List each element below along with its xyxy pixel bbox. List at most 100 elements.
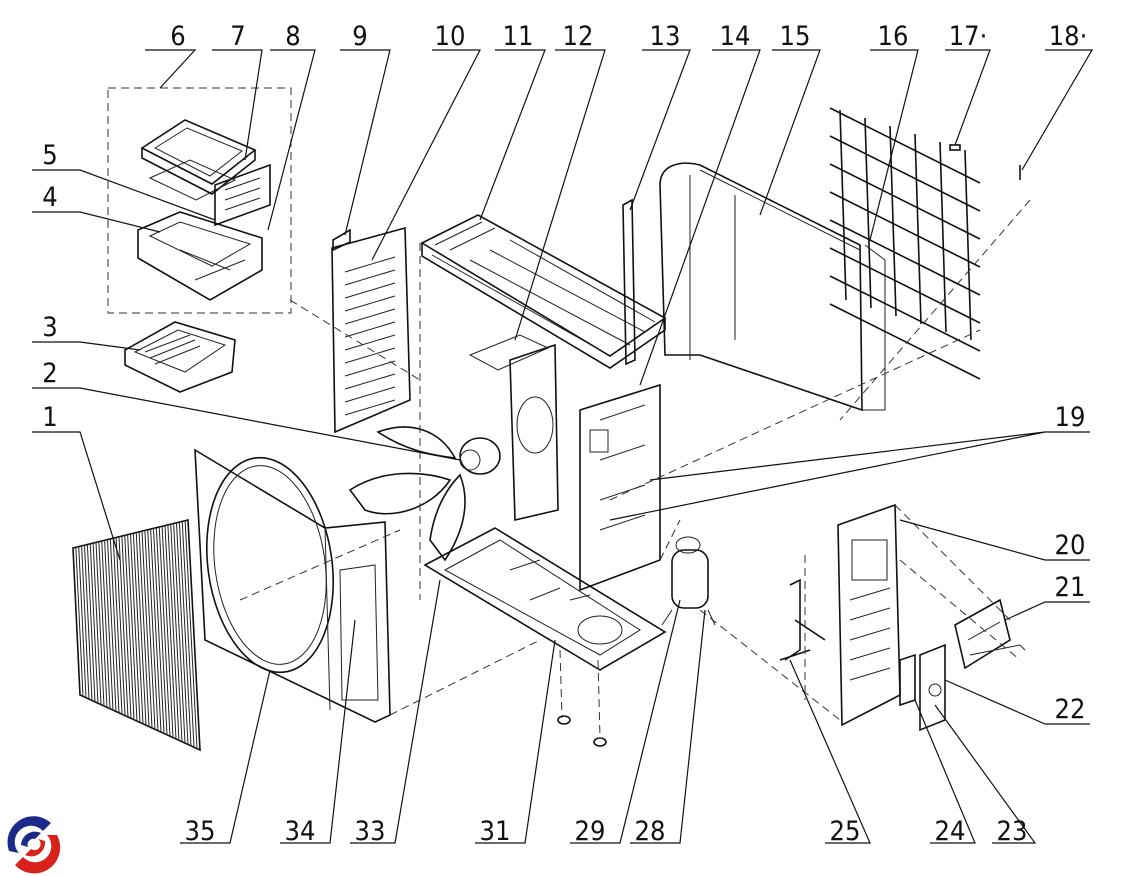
leader-line (267, 49, 316, 231)
left-side-panel (331, 226, 411, 434)
valve-cover (954, 598, 1026, 670)
louvre (344, 295, 396, 312)
grille-bar (135, 532, 147, 726)
leader-line (212, 49, 263, 161)
grille-bar (132, 533, 144, 724)
leader-line (639, 49, 761, 386)
part-label: 16 (878, 21, 909, 52)
grille-bar (164, 525, 177, 740)
grid-wire (839, 109, 847, 301)
grille-bar (89, 543, 99, 704)
grille-bar (178, 522, 192, 746)
leader-line (945, 49, 991, 146)
part-label: 31 (480, 816, 511, 847)
part-label: 20 (1055, 530, 1086, 561)
leader-line (180, 669, 271, 844)
base-pan (423, 527, 667, 671)
part-label: 3 (42, 312, 57, 343)
leader-line (934, 704, 1037, 844)
leader-line (630, 609, 706, 844)
grille-bar (118, 536, 129, 718)
part-label: 9 (352, 21, 367, 52)
fan-blade (348, 426, 466, 562)
part-label: 13 (650, 21, 681, 52)
grid-wire (829, 303, 981, 380)
leader-line (514, 49, 606, 341)
part-label: 19 (1055, 402, 1086, 433)
grille-bar (153, 528, 165, 734)
part-label: 33 (355, 816, 386, 847)
bracket-13 (622, 198, 636, 366)
leader-line (629, 49, 691, 211)
leader-line (944, 679, 1090, 725)
grille-bar (144, 530, 156, 730)
grid-wire (829, 247, 981, 324)
leader-line (340, 49, 391, 236)
grille-bar (75, 547, 84, 697)
grid-wire (829, 191, 981, 268)
valve-support-plate (579, 383, 661, 592)
part-label: 10 (435, 21, 466, 52)
grille-bar (124, 535, 135, 720)
handle-9 (332, 228, 351, 252)
louvre (344, 347, 396, 364)
leader-line (899, 519, 1090, 561)
part-label: 1 (42, 402, 57, 433)
louvre (344, 269, 396, 286)
part-label: 18· (1049, 21, 1088, 52)
grille-bar (147, 529, 159, 731)
part-label: 25 (830, 816, 861, 847)
pcb-board (214, 163, 271, 227)
grille-bar (104, 540, 114, 711)
grille-bar (130, 533, 141, 723)
leader-line (1021, 49, 1094, 171)
grille-bar (115, 537, 126, 716)
front-panel (194, 448, 391, 723)
grille-bar (95, 542, 105, 707)
grille-bar (155, 527, 168, 735)
grille-bar (167, 524, 180, 741)
leader-line (371, 49, 481, 261)
grille-bar (86, 544, 96, 702)
grid-wire (829, 275, 981, 352)
leader-line (350, 579, 441, 844)
part-label: 7 (230, 21, 245, 52)
foot-pad (557, 715, 571, 725)
louvre (344, 256, 396, 273)
insulation-sheet (148, 159, 237, 201)
grille-bar (141, 531, 153, 729)
grille-bar (184, 520, 198, 749)
louvre (344, 321, 396, 338)
grid-wire (964, 149, 972, 341)
top-cover (420, 214, 667, 369)
grid-wire (829, 219, 981, 296)
partition-plate (468, 334, 559, 522)
leader-line (32, 387, 461, 461)
grille-bar (109, 538, 120, 713)
right-side-panel (837, 503, 901, 727)
louvre (344, 282, 396, 299)
grille-bar (150, 529, 162, 733)
louvre (344, 386, 396, 403)
front-grille (72, 518, 201, 752)
part-label: 15 (780, 21, 811, 52)
grille-bar (161, 526, 174, 738)
grille-bar (101, 540, 111, 709)
grille-bar (78, 546, 87, 698)
leader-line (475, 639, 556, 844)
leader-line (32, 211, 161, 233)
part-label: 2 (42, 358, 57, 389)
grille-bar (170, 524, 183, 742)
leader-line (869, 49, 919, 241)
compressor (661, 536, 716, 626)
control-box-group-outline (107, 87, 292, 314)
grille-bar (81, 545, 90, 700)
leader-line (32, 431, 121, 561)
grille-bar (181, 521, 195, 748)
grid-wire (864, 117, 872, 309)
part-label: 24 (935, 816, 966, 847)
grille-bar (92, 543, 102, 705)
part-label: 29 (575, 816, 606, 847)
